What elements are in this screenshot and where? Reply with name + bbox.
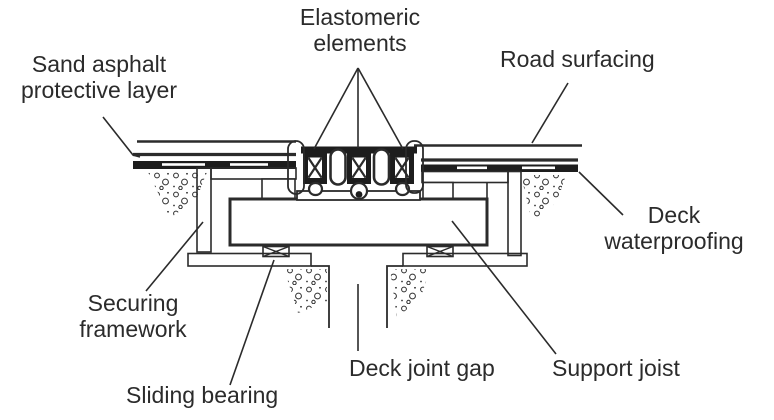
label-elastomeric-elements: Elastomeric elements bbox=[258, 4, 462, 56]
support-joist-shape bbox=[228, 197, 489, 247]
label-support-joist: Support joist bbox=[552, 355, 680, 381]
leader-securing-framework bbox=[145, 221, 204, 292]
profile-tabs bbox=[307, 181, 411, 201]
deck-joint-gap-edges bbox=[311, 265, 403, 328]
leader-road-surfacing bbox=[531, 82, 569, 144]
label-elastomeric-elements-line1: Elastomeric bbox=[299, 4, 421, 30]
leader-lines bbox=[102, 67, 624, 386]
label-securing-framework-line2: framework bbox=[79, 316, 187, 342]
securing-framework-right bbox=[421, 170, 522, 257]
label-securing-framework-line1: Securing bbox=[87, 290, 179, 316]
leader-sand-asphalt bbox=[102, 116, 141, 158]
anchor-plate-right bbox=[422, 181, 454, 201]
label-deck-waterproofing: Deck waterproofing bbox=[582, 202, 766, 254]
road-surfacing-layer-left bbox=[133, 140, 296, 169]
sliding-bearing-right bbox=[426, 245, 454, 258]
concrete-aggregate-stipple bbox=[148, 172, 566, 318]
leader-deck-waterproofing bbox=[578, 171, 624, 216]
label-deck-waterproofing-line2: waterproofing bbox=[604, 228, 744, 254]
road-surfacing-layer-right bbox=[414, 144, 582, 172]
leader-support-joist bbox=[451, 220, 557, 355]
joint-assembly bbox=[287, 140, 424, 201]
profile-slot-left bbox=[329, 148, 347, 186]
label-road-surfacing: Road surfacing bbox=[500, 46, 655, 72]
edge-profile-right bbox=[405, 140, 424, 194]
elastomeric-element-3 bbox=[390, 151, 414, 184]
anchor-plate-left bbox=[261, 178, 296, 201]
elastomeric-element-1 bbox=[303, 151, 327, 184]
base-plates bbox=[187, 252, 528, 267]
leader-sliding-bearing bbox=[229, 259, 275, 386]
label-deck-joint-gap: Deck joint gap bbox=[349, 355, 495, 381]
label-sliding-bearing: Sliding bearing bbox=[126, 382, 279, 408]
deck-waterproofing-band-left bbox=[133, 161, 296, 169]
edge-profile-left bbox=[287, 140, 305, 195]
elastomeric-element-2 bbox=[347, 151, 371, 184]
sliding-bearing-left bbox=[262, 245, 290, 258]
leader-elastomeric-3 bbox=[357, 67, 404, 150]
label-deck-waterproofing-line1: Deck bbox=[647, 202, 701, 228]
label-securing-framework: Securing framework bbox=[40, 290, 226, 342]
label-elastomeric-elements-line2: elements bbox=[313, 30, 407, 56]
profile-slot-right bbox=[372, 148, 391, 186]
deck-waterproofing-band-right bbox=[421, 164, 578, 172]
securing-framework-left bbox=[196, 167, 297, 253]
label-sand-asphalt-line1: Sand asphalt bbox=[31, 51, 167, 77]
label-sand-asphalt-line2: protective layer bbox=[21, 77, 177, 103]
label-sand-asphalt-protective-layer: Sand asphalt protective layer bbox=[4, 51, 194, 103]
leader-elastomeric-1 bbox=[313, 67, 359, 150]
